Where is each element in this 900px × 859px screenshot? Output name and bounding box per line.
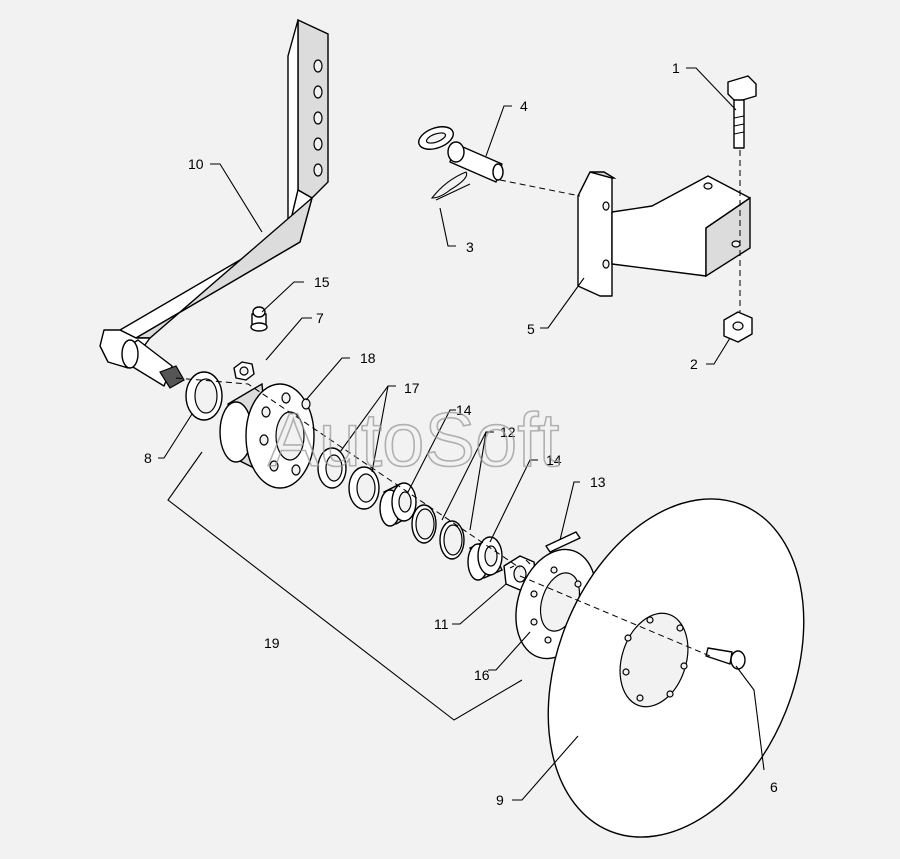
- callout-5: 5: [527, 321, 535, 337]
- part-9-disc: [547, 498, 805, 838]
- callout-6: 6: [770, 779, 778, 795]
- part-2-nut: [723, 311, 753, 343]
- callout-1: 1: [672, 60, 680, 76]
- watermark-text: AutoSoft: [268, 398, 560, 483]
- group-19-bracket: [167, 451, 523, 721]
- callout-11: 11: [434, 616, 449, 632]
- callout-4: 4: [520, 98, 528, 114]
- part-14-bearing-a: [379, 482, 417, 527]
- callout-14-a: 14: [456, 402, 472, 418]
- callout-2: 2: [690, 356, 698, 372]
- part-13-cotter-pin: [545, 531, 581, 553]
- callout-10: 10: [188, 156, 204, 172]
- part-4-pin: [418, 126, 504, 183]
- callout-15: 15: [314, 274, 330, 290]
- assembly-line-hub: [175, 377, 521, 569]
- part-8-seal: [185, 371, 223, 421]
- callout-19: 19: [264, 635, 280, 651]
- callout-3: 3: [466, 239, 474, 255]
- callout-8: 8: [144, 450, 152, 466]
- part-7-nut: [233, 361, 255, 381]
- assembly-line-pin: [499, 179, 581, 197]
- callout-18: 18: [360, 350, 376, 366]
- callout-7: 7: [316, 310, 324, 326]
- part-14-bearing-b: [467, 536, 503, 581]
- leader-lines: [158, 67, 765, 801]
- part-10-arm: [99, 18, 329, 389]
- part-1-bolt: [727, 75, 757, 149]
- callout-16: 16: [474, 667, 490, 683]
- part-6-bolt: [705, 647, 746, 670]
- callout-17: 17: [404, 380, 420, 396]
- part-12-snap-rings: [411, 504, 465, 560]
- assembly-line-disc: [519, 575, 711, 657]
- part-17-seals: [317, 447, 380, 510]
- callout-13: 13: [590, 474, 606, 490]
- callout-12: 12: [500, 424, 516, 440]
- part-3-clip: [430, 171, 471, 201]
- part-5-bracket: [577, 171, 751, 297]
- part-15-grease-nipple: [250, 306, 268, 332]
- callout-9: 9: [496, 792, 504, 808]
- part-18-hub: [219, 382, 315, 489]
- callout-labels: 1 2 3 4 5 6 7 8 9 10 11 12 13 14 14 15 1…: [144, 60, 778, 808]
- callout-14-b: 14: [546, 452, 562, 468]
